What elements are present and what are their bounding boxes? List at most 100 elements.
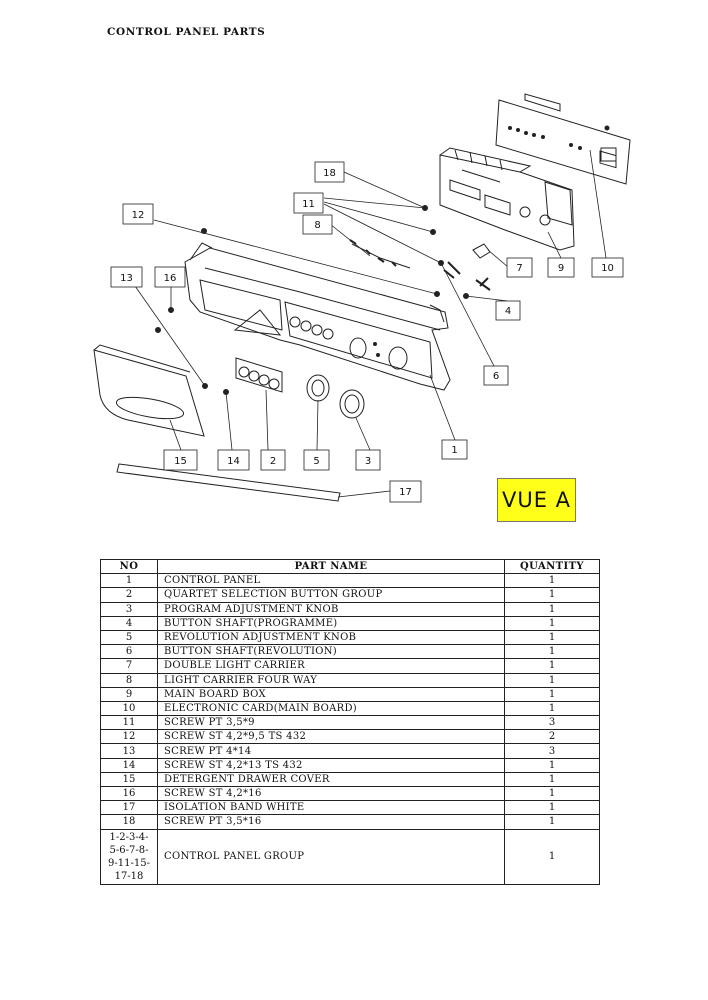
callout-label: 14 [227, 456, 240, 467]
button-group-drawing [235, 357, 283, 393]
cell-qty: 1 [504, 629, 600, 646]
cell-no: 1 [100, 573, 158, 589]
cell-name: SCREW ST 4,2*9,5 TS 432 [157, 729, 505, 745]
callout-label: 2 [270, 456, 276, 467]
cell-name: DOUBLE LIGHT CARRIER [157, 658, 505, 674]
callout-labels: 18 11 8 12 13 16 7 9 10 4 6 1 15 14 2 5 … [120, 168, 614, 498]
cell-qty: 2 [504, 729, 600, 745]
electronic-card-drawing [495, 93, 631, 185]
callout-18 [314, 161, 345, 183]
table-header-row: NO PART NAME QUANTITY [100, 558, 600, 575]
cell-name: BUTTON SHAFT(PROGRAMME) [157, 615, 505, 631]
callout-label: 4 [505, 306, 511, 317]
cell-name: ISOLATION BAND WHITE [157, 800, 505, 816]
cell-no: 3 [100, 601, 158, 617]
cell-name: ELECTRONIC CARD(MAIN BOARD) [157, 700, 505, 717]
main-board-box-drawing [439, 147, 575, 251]
cell-name: PROGRAM ADJUSTMENT KNOB [157, 601, 505, 617]
cell-qty: 1 [504, 814, 600, 830]
callout-label: 1 [451, 445, 457, 456]
cell-qty: 1 [504, 757, 600, 773]
cell-name: SCREW PT 4*14 [157, 743, 505, 759]
cell-qty: 1 [504, 573, 600, 589]
cell-no: 18 [100, 814, 158, 830]
isolation-band-drawing [116, 463, 341, 502]
callout-label: 18 [323, 168, 336, 179]
callout-boxes [110, 161, 624, 503]
callout-label: 15 [174, 456, 187, 467]
callout-5 [303, 449, 330, 471]
callout-label: 13 [120, 273, 133, 284]
cell-no: 11 [100, 715, 158, 731]
cell-qty: 1 [504, 615, 600, 631]
callout-17 [389, 480, 422, 503]
callout-label: 9 [558, 263, 564, 274]
cell-no: 4 [100, 615, 158, 631]
cell-no: 5 [100, 629, 158, 646]
cell-qty: 1 [504, 587, 600, 603]
callout-7 [506, 257, 533, 278]
callout-label: 7 [516, 263, 522, 274]
cell-no: 15 [100, 771, 158, 788]
cell-no: 9 [100, 686, 158, 702]
callout-label: 17 [399, 487, 412, 498]
callout-label: 5 [313, 456, 319, 467]
callout-label: 10 [601, 263, 614, 274]
cell-name: SCREW ST 4,2*13 TS 432 [157, 757, 505, 773]
cell-qty: 1 [504, 686, 600, 702]
callout-2 [260, 449, 286, 471]
header-quantity: QUANTITY [504, 558, 600, 575]
header-no: NO [100, 558, 158, 575]
callout-4 [495, 300, 521, 321]
cell-no: 7 [100, 658, 158, 674]
callout-label: 16 [164, 273, 177, 284]
cell-no: 17 [100, 800, 158, 816]
cell-no: 10 [100, 700, 158, 717]
cell-qty: 3 [504, 743, 600, 759]
callout-label: 11 [302, 199, 315, 210]
control-panel-drawing [184, 242, 451, 391]
callout-3 [355, 449, 381, 471]
callout-15 [163, 449, 198, 471]
cell-name: BUTTON SHAFT(REVOLUTION) [157, 644, 505, 660]
callout-label: 12 [132, 210, 145, 221]
cell-name: LIGHT CARRIER FOUR WAY [157, 672, 505, 688]
cell-name: SCREW PT 3,5*9 [157, 715, 505, 731]
callout-16 [154, 266, 186, 288]
cell-no: 14 [100, 757, 158, 773]
cell-no: 16 [100, 785, 158, 802]
callout-6 [483, 365, 509, 386]
cell-no: 12 [100, 729, 158, 745]
cell-qty: 1 [504, 601, 600, 617]
callout-12 [122, 203, 154, 225]
exploded-parts-diagram: 18 11 8 12 13 16 7 9 10 4 6 1 15 14 2 5 … [93, 93, 631, 503]
cell-no: 13 [100, 743, 158, 759]
cell-name: MAIN BOARD BOX [157, 686, 505, 702]
cell-qty: 1 [504, 658, 600, 674]
callout-8 [302, 214, 333, 235]
detergent-drawer-cover-drawing [93, 344, 205, 437]
callout-label: 8 [314, 220, 320, 231]
cell-name: SCREW PT 3,5*16 [157, 814, 505, 830]
cell-qty: 1 [504, 800, 600, 816]
leader-lines [134, 149, 607, 498]
cell-no: 8 [100, 672, 158, 688]
cell-no: 1-2-3-4-5-6-7-8-9-11-15-17-18 [100, 828, 158, 885]
cell-qty: 1 [504, 672, 600, 688]
callout-11 [293, 192, 324, 214]
view-a-label: VUE A [497, 478, 576, 522]
callout-14 [217, 449, 250, 471]
